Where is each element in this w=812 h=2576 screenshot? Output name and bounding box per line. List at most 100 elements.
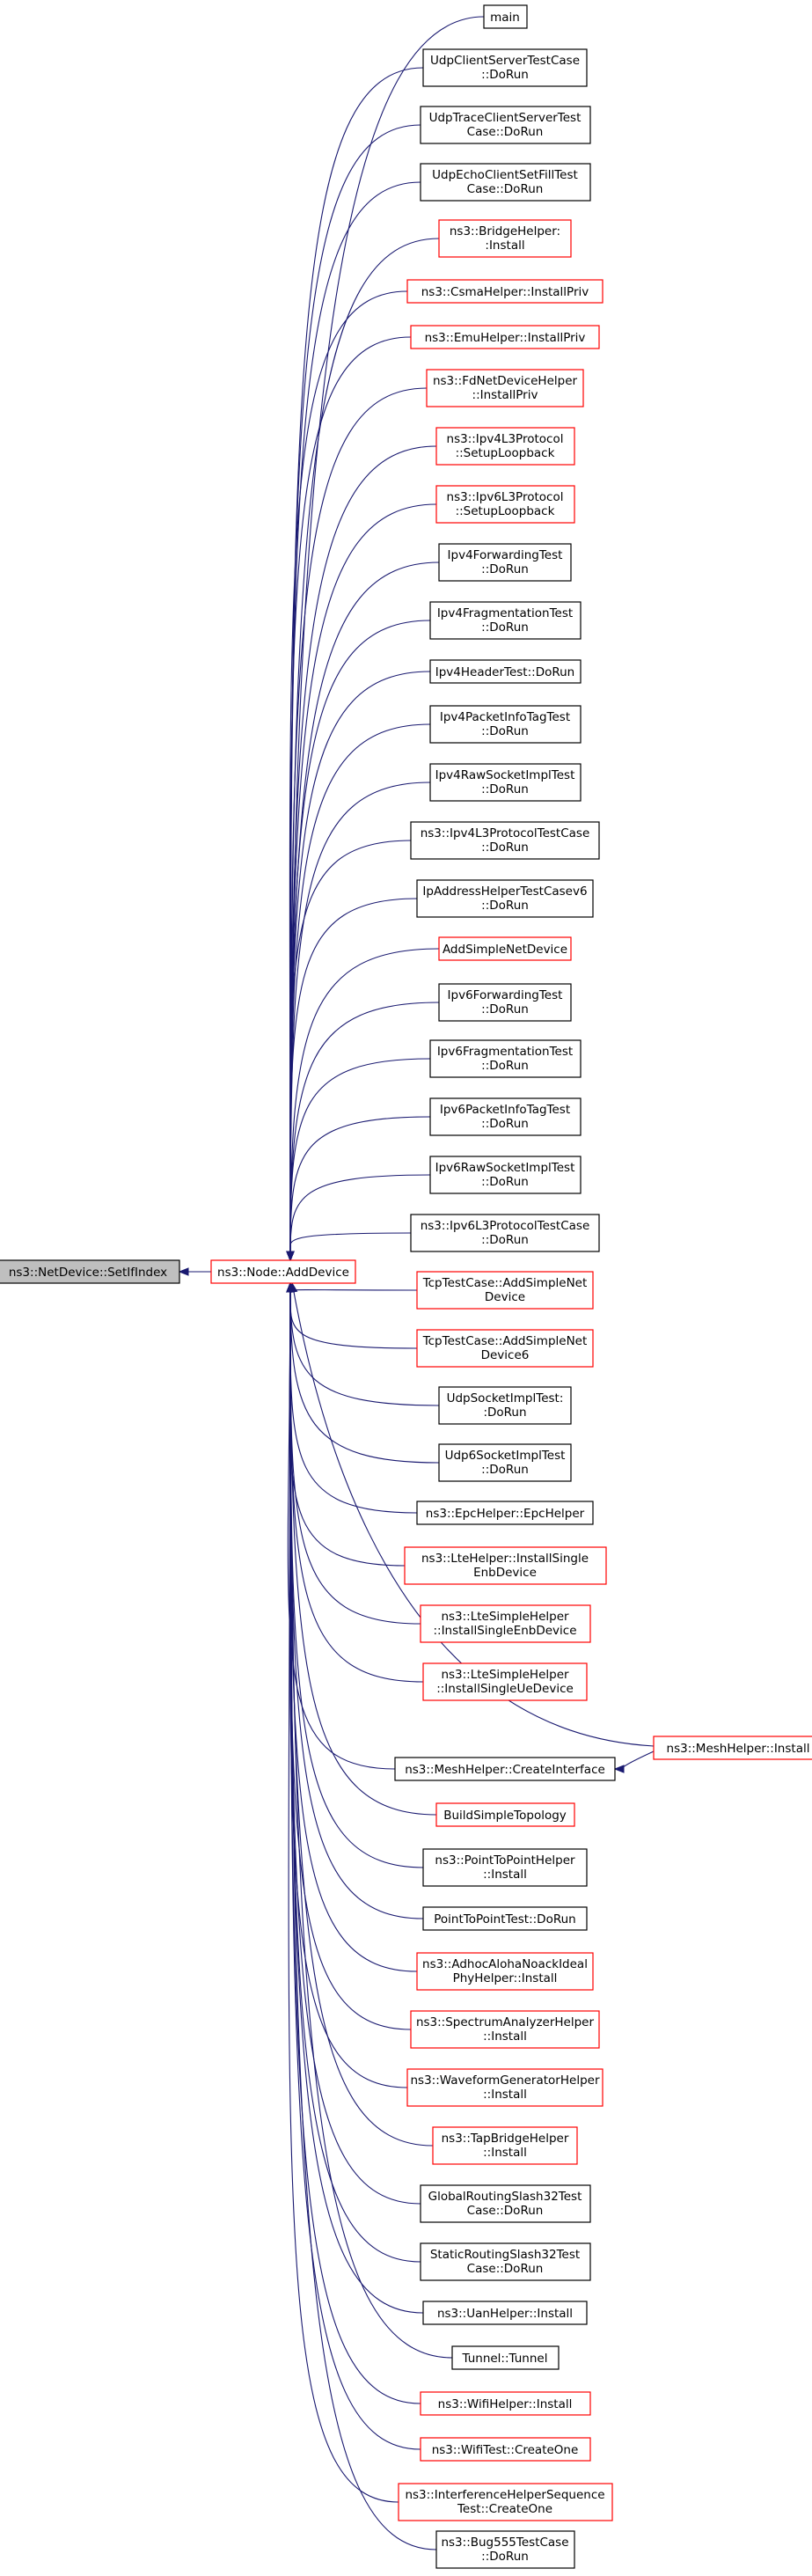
edge-ipv4pktinfo bbox=[289, 723, 431, 1252]
node-ipv6l3tc[interactable]: ns3::Ipv6L3ProtocolTestCase::DoRun bbox=[410, 1214, 600, 1252]
node-label: ns3::TapBridgeHelper bbox=[442, 2132, 569, 2146]
node-wifiinstall[interactable]: ns3::WifiHelper::Install bbox=[420, 2391, 591, 2416]
node-ipv4header[interactable]: Ipv4HeaderTest::DoRun bbox=[429, 659, 582, 684]
node-label: ns3::MeshHelper::Install bbox=[667, 1742, 810, 1756]
node-label: Ipv4ForwardingTest bbox=[448, 548, 563, 562]
node-label: Case::DoRun bbox=[467, 2262, 544, 2276]
edge-globalslash bbox=[289, 1291, 421, 2205]
node-label: TcpTestCase::AddSimpleNet bbox=[422, 1334, 588, 1348]
node-fdinstallpriv[interactable]: ns3::FdNetDeviceHelper::InstallPriv bbox=[426, 369, 584, 407]
edge-bug555 bbox=[289, 1291, 437, 2550]
node-csmainstallpriv[interactable]: ns3::CsmaHelper::InstallPriv bbox=[406, 279, 604, 304]
node-tapbridge[interactable]: ns3::TapBridgeHelper::Install bbox=[432, 2126, 578, 2165]
node-box bbox=[398, 2483, 613, 2521]
node-main[interactable]: main bbox=[483, 4, 528, 29]
node-box bbox=[451, 2345, 560, 2370]
node-label: ns3::Node::AddDevice bbox=[217, 1266, 349, 1280]
node-setifindex[interactable]: ns3::NetDevice::SetIfIndex bbox=[0, 1259, 180, 1284]
node-label: ::Install bbox=[483, 2146, 527, 2160]
node-p2ptest[interactable]: PointToPointTest::DoRun bbox=[422, 1906, 588, 1931]
node-ipv4setuploop[interactable]: ns3::Ipv4L3Protocol::SetupLoopback bbox=[435, 427, 575, 466]
node-addsimple[interactable]: AddSimpleNetDevice bbox=[438, 936, 572, 961]
node-emuinstallpriv[interactable]: ns3::EmuHelper::InstallPriv bbox=[410, 325, 600, 349]
node-ipv4fwd[interactable]: Ipv4ForwardingTest::DoRun bbox=[438, 543, 572, 582]
node-box bbox=[416, 1271, 594, 1310]
node-label: ::SetupLoopback bbox=[456, 504, 555, 518]
node-ltesimpleenb[interactable]: ns3::LteSimpleHelper::InstallSingleEnbDe… bbox=[420, 1604, 591, 1643]
node-bug555[interactable]: ns3::Bug555TestCase::DoRun bbox=[435, 2530, 575, 2569]
node-box bbox=[432, 2126, 578, 2165]
node-ipv4raw[interactable]: Ipv4RawSocketImplTest::DoRun bbox=[429, 763, 582, 802]
node-buildsimple[interactable]: BuildSimpleTopology bbox=[435, 1802, 575, 1827]
node-label: UdpEchoClientSetFillTest bbox=[432, 168, 578, 182]
node-label: PhyHelper::Install bbox=[453, 1971, 558, 1985]
node-waveform[interactable]: ns3::WaveformGeneratorHelper::Install bbox=[406, 2068, 604, 2107]
node-udp6sock[interactable]: Udp6SocketImplTest::DoRun bbox=[438, 1443, 572, 1482]
node-box bbox=[438, 543, 572, 582]
node-meshcreate[interactable]: ns3::MeshHelper::CreateInterface bbox=[394, 1757, 616, 1781]
node-label: ::DoRun bbox=[481, 68, 529, 82]
node-ipv6raw[interactable]: Ipv6RawSocketImplTest::DoRun bbox=[429, 1156, 582, 1194]
node-label: ns3::BridgeHelper: bbox=[450, 224, 560, 239]
node-ipv6frag[interactable]: Ipv6FragmentationTest::DoRun bbox=[429, 1039, 582, 1078]
node-p2pinstall[interactable]: ns3::PointToPointHelper::Install bbox=[422, 1848, 588, 1887]
node-bridgeinstall[interactable]: ns3::BridgeHelper::Install bbox=[438, 219, 572, 258]
node-box bbox=[210, 1259, 356, 1284]
node-label: EnbDevice bbox=[473, 1566, 537, 1580]
node-uaninstall[interactable]: ns3::UanHelper::Install bbox=[422, 2301, 588, 2325]
arrow-meshinstall-meshcreate bbox=[613, 1765, 625, 1773]
node-label: ::SetupLoopback bbox=[456, 446, 555, 460]
node-ipv6fwd[interactable]: Ipv6ForwardingTest::DoRun bbox=[438, 983, 572, 1022]
node-lteinstallenb[interactable]: ns3::LteHelper::InstallSingleEnbDevice bbox=[404, 1546, 607, 1585]
node-ipv4frag[interactable]: Ipv4FragmentationTest::DoRun bbox=[429, 601, 582, 640]
node-box bbox=[438, 1443, 572, 1482]
edge-addsimple bbox=[289, 948, 440, 1252]
node-epchelper[interactable]: ns3::EpcHelper::EpcHelper bbox=[416, 1501, 594, 1525]
node-box bbox=[438, 936, 572, 961]
node-spectrum[interactable]: ns3::SpectrumAnalyzerHelper::Install bbox=[410, 2010, 600, 2049]
node-tcpadd[interactable]: TcpTestCase::AddSimpleNetDevice bbox=[416, 1271, 594, 1310]
node-ipaddrv6[interactable]: IpAddressHelperTestCasev6::DoRun bbox=[416, 879, 594, 918]
node-box bbox=[416, 1501, 594, 1525]
node-box bbox=[435, 485, 575, 524]
edge-udpsock bbox=[289, 1291, 440, 1406]
node-ipv4pktinfo[interactable]: Ipv4PacketInfoTagTest::DoRun bbox=[429, 705, 582, 744]
node-ipv4l3tc[interactable]: ns3::Ipv4L3ProtocolTestCase::DoRun bbox=[410, 821, 600, 860]
edge-tunnel bbox=[289, 1291, 453, 2359]
node-label: ns3::WifiTest::CreateOne bbox=[432, 2443, 579, 2457]
node-label: ns3::MeshHelper::CreateInterface bbox=[405, 1763, 605, 1777]
node-box bbox=[404, 1546, 607, 1585]
node-box bbox=[410, 325, 600, 349]
node-label: Ipv6ForwardingTest bbox=[448, 988, 563, 1002]
node-adddevice[interactable]: ns3::Node::AddDevice bbox=[210, 1259, 356, 1284]
node-ltesimpleue[interactable]: ns3::LteSimpleHelper::InstallSingleUeDev… bbox=[422, 1662, 588, 1701]
node-adhocaloha[interactable]: ns3::AdhocAlohaNoackIdealPhyHelper::Inst… bbox=[416, 1952, 594, 1991]
node-tunnel[interactable]: Tunnel::Tunnel bbox=[451, 2345, 560, 2370]
node-label: ns3::Ipv6L3ProtocolTestCase bbox=[421, 1219, 590, 1233]
node-interference[interactable]: ns3::InterferenceHelperSequenceTest::Cre… bbox=[398, 2483, 613, 2521]
node-ipv6pktinfo[interactable]: Ipv6PacketInfoTagTest::DoRun bbox=[429, 1097, 582, 1136]
edge-ipv6l3tc bbox=[289, 1232, 412, 1252]
node-box bbox=[422, 1906, 588, 1931]
node-label: ::InstallSingleUeDevice bbox=[436, 1682, 574, 1696]
node-udpcsdorun[interactable]: UdpClientServerTestCase::DoRun bbox=[422, 48, 588, 87]
node-label: AddSimpleNetDevice bbox=[443, 943, 567, 957]
node-wificreate[interactable]: ns3::WifiTest::CreateOne bbox=[420, 2437, 591, 2462]
node-ipv6setuploop[interactable]: ns3::Ipv6L3Protocol::SetupLoopback bbox=[435, 485, 575, 524]
node-label: ns3::SpectrumAnalyzerHelper bbox=[416, 2015, 595, 2029]
node-box bbox=[394, 1757, 616, 1781]
node-box bbox=[438, 983, 572, 1022]
node-udpsock[interactable]: UdpSocketImplTest::DoRun bbox=[438, 1386, 572, 1425]
edge-meshinstall-meshcreate bbox=[621, 1750, 655, 1770]
node-box bbox=[420, 1604, 591, 1643]
node-label: ns3::FdNetDeviceHelper bbox=[433, 374, 578, 388]
node-meshinstall[interactable]: ns3::MeshHelper::Install bbox=[653, 1736, 812, 1760]
node-box bbox=[653, 1736, 812, 1760]
node-label: ::Install bbox=[483, 2029, 527, 2044]
edge-uaninstall bbox=[289, 1291, 424, 2314]
